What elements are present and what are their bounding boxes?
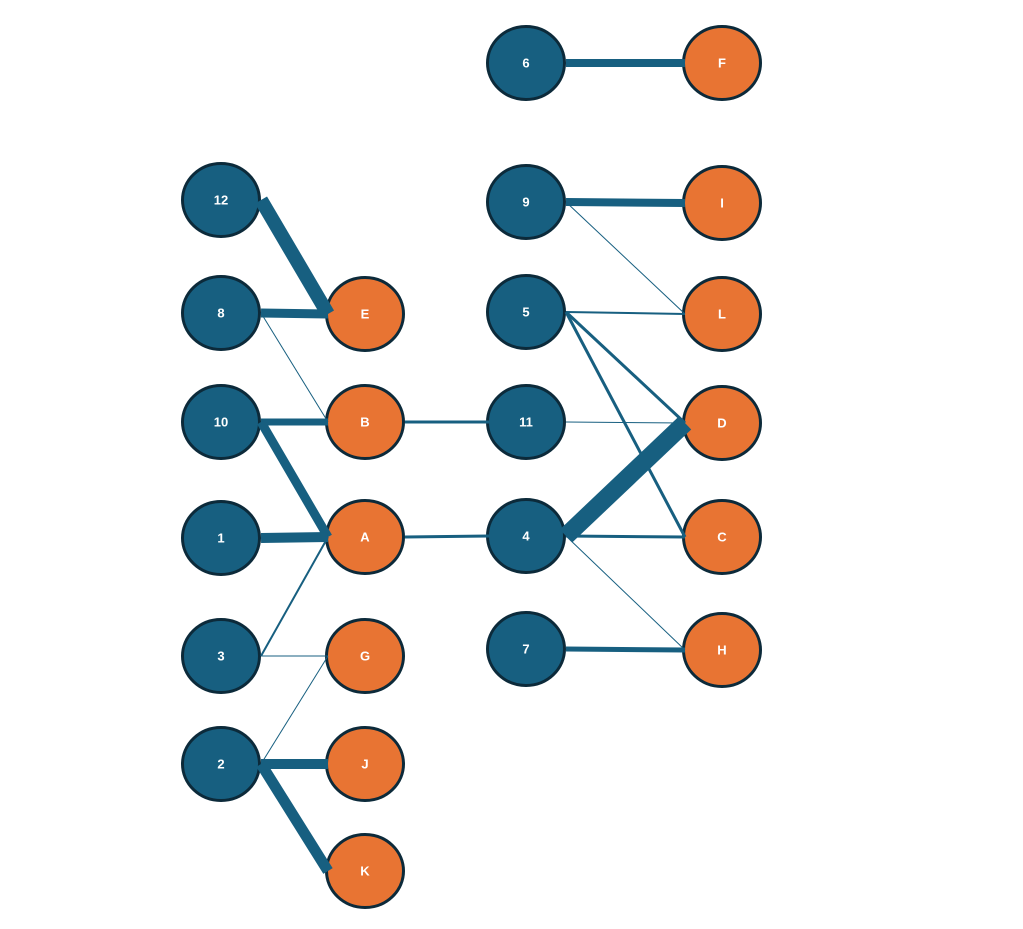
edge-12-E bbox=[254, 196, 335, 318]
node-5[interactable]: 5 bbox=[486, 274, 566, 350]
node-J[interactable]: J bbox=[325, 726, 405, 802]
node-circle bbox=[181, 384, 261, 460]
node-label: 7 bbox=[522, 642, 529, 657]
node-circle bbox=[181, 500, 261, 576]
edge-1-A bbox=[260, 532, 329, 543]
edge-8-B bbox=[260, 312, 329, 423]
node-I[interactable]: I bbox=[682, 165, 762, 241]
node-label: 4 bbox=[522, 529, 530, 544]
node-circle bbox=[486, 611, 566, 687]
node-circle bbox=[181, 162, 261, 238]
edges-layer bbox=[254, 59, 692, 874]
node-circle bbox=[486, 164, 566, 240]
edge-8-E bbox=[260, 308, 329, 319]
node-label: 11 bbox=[519, 415, 533, 430]
node-1[interactable]: 1 bbox=[181, 500, 261, 576]
node-label: H bbox=[717, 643, 726, 658]
node-L[interactable]: L bbox=[682, 276, 762, 352]
node-circle bbox=[181, 726, 261, 802]
edge-7-H bbox=[565, 646, 686, 653]
node-label: 10 bbox=[214, 415, 228, 430]
node-8[interactable]: 8 bbox=[181, 275, 261, 351]
edge-3-A bbox=[260, 536, 329, 657]
edge-4-D bbox=[559, 416, 692, 543]
node-label: 9 bbox=[522, 195, 529, 210]
node-2[interactable]: 2 bbox=[181, 726, 261, 802]
edge-2-K bbox=[256, 761, 333, 874]
node-11[interactable]: 11 bbox=[486, 384, 566, 460]
node-label: K bbox=[360, 864, 370, 879]
node-label: 8 bbox=[217, 306, 224, 321]
node-A[interactable]: A bbox=[325, 499, 405, 575]
node-K[interactable]: K bbox=[325, 833, 405, 909]
node-H[interactable]: H bbox=[682, 612, 762, 688]
edge-5-C bbox=[564, 311, 687, 538]
node-E[interactable]: E bbox=[325, 276, 405, 352]
node-C[interactable]: C bbox=[682, 499, 762, 575]
edge-4-H bbox=[565, 535, 686, 651]
edge-4-C bbox=[565, 534, 686, 539]
node-6[interactable]: 6 bbox=[486, 25, 566, 101]
node-circle bbox=[486, 274, 566, 350]
node-label: 1 bbox=[217, 531, 224, 546]
node-label: 6 bbox=[522, 56, 529, 71]
node-G[interactable]: G bbox=[325, 618, 405, 694]
node-label: J bbox=[361, 757, 368, 772]
node-label: E bbox=[361, 307, 370, 322]
node-label: A bbox=[360, 530, 370, 545]
node-label: L bbox=[718, 307, 726, 322]
edge-9-L bbox=[565, 201, 686, 315]
edge-5-D bbox=[564, 310, 687, 425]
node-F[interactable]: F bbox=[682, 25, 762, 101]
node-label: 2 bbox=[217, 757, 224, 772]
node-label: D bbox=[717, 416, 726, 431]
edge-5-L bbox=[565, 311, 686, 315]
node-label: C bbox=[717, 530, 727, 545]
node-circle bbox=[181, 618, 261, 694]
node-circle bbox=[486, 25, 566, 101]
node-4[interactable]: 4 bbox=[486, 498, 566, 574]
node-circle bbox=[181, 275, 261, 351]
edge-9-I bbox=[565, 198, 686, 207]
node-label: F bbox=[718, 56, 726, 71]
node-label: 12 bbox=[214, 193, 228, 208]
edge-A-4 bbox=[404, 534, 490, 539]
edge-2-G bbox=[260, 655, 329, 765]
edge-10-A bbox=[257, 419, 332, 540]
node-7[interactable]: 7 bbox=[486, 611, 566, 687]
node-10[interactable]: 10 bbox=[181, 384, 261, 460]
edge-11-D bbox=[565, 421, 686, 424]
node-label: I bbox=[720, 196, 724, 211]
node-label: G bbox=[360, 649, 370, 664]
node-3[interactable]: 3 bbox=[181, 618, 261, 694]
node-D[interactable]: D bbox=[682, 385, 762, 461]
node-label: 5 bbox=[522, 305, 529, 320]
nodes-layer: 6 9 5 11 4 7 12 8 10 1 3 2 F I L D C H E B A G J K bbox=[181, 25, 762, 909]
node-12[interactable]: 12 bbox=[181, 162, 261, 238]
node-B[interactable]: B bbox=[325, 384, 405, 460]
node-label: 3 bbox=[217, 649, 224, 664]
node-label: B bbox=[360, 415, 369, 430]
node-9[interactable]: 9 bbox=[486, 164, 566, 240]
